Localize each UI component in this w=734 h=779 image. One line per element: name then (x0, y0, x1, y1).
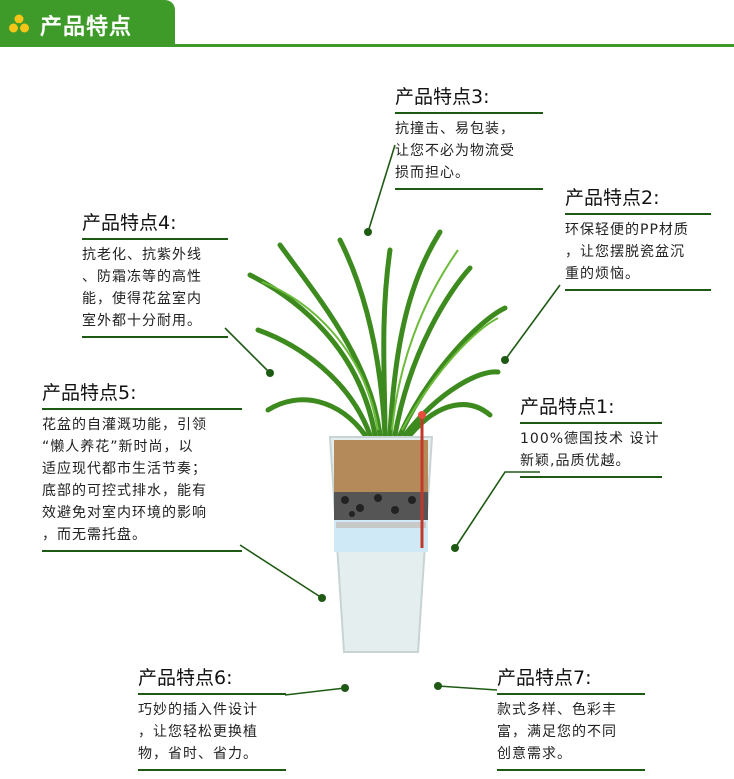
feature-3-rule (395, 112, 543, 114)
feature-3: 产品特点3: 抗撞击、易包装， 让您不必为物流受 损而担心。 (395, 82, 543, 190)
feature-6-rule (138, 693, 286, 695)
feature-6-desc: 巧妙的插入件设计 ，让您轻松更换植 物，省时、省力。 (138, 702, 258, 762)
feature-1-underline (520, 476, 662, 478)
feature-4-rule (82, 238, 228, 240)
feature-3-underline (395, 188, 543, 190)
header-tab: 产品特点 (0, 0, 175, 46)
feature-4-desc: 抗老化、抗紫外线 、防霜冻等的高性 能，使得花盆室内 室外都十分耐用。 (82, 247, 202, 329)
feature-2: 产品特点2: 环保轻便的PP材质 ，让您摆脱瓷盆沉 重的烦恼。 (565, 183, 711, 291)
feature-7-rule (497, 693, 645, 695)
feature-1-desc: 100%德国技术 设计 新颖,品质优越。 (520, 431, 660, 469)
feature-1: 产品特点1: 100%德国技术 设计 新颖,品质优越。 (520, 392, 662, 478)
feature-7-title: 产品特点7: (497, 667, 592, 689)
feature-2-desc: 环保轻便的PP材质 ，让您摆脱瓷盆沉 重的烦恼。 (565, 222, 689, 282)
feature-2-rule (565, 213, 711, 215)
trefoil-icon (9, 14, 29, 33)
feature-5-desc: 花盆的自灌溉功能，引领 “懒人养花”新时尚，以 适应现代都市生活节奏； 底部的可… (42, 417, 207, 543)
feature-1-title: 产品特点1: (520, 396, 615, 418)
feature-3-desc: 抗撞击、易包装， 让您不必为物流受 损而担心。 (395, 121, 515, 181)
feature-7: 产品特点7: 款式多样、色彩丰 富，满足您的不同 创意需求。 (497, 663, 645, 771)
header-underline (0, 44, 734, 47)
page-title: 产品特点 (40, 15, 133, 40)
feature-6-underline (138, 769, 286, 771)
feature-5-rule (42, 408, 242, 410)
feature-5-title: 产品特点5: (42, 382, 137, 404)
feature-7-underline (497, 769, 645, 771)
feature-6-title: 产品特点6: (138, 667, 233, 689)
feature-6: 产品特点6: 巧妙的插入件设计 ，让您轻松更换植 物，省时、省力。 (138, 663, 286, 771)
feature-4-title: 产品特点4: (82, 212, 177, 234)
feature-2-title: 产品特点2: (565, 187, 660, 209)
feature-1-rule (520, 422, 662, 424)
feature-4: 产品特点4: 抗老化、抗紫外线 、防霜冻等的高性 能，使得花盆室内 室外都十分耐… (82, 208, 228, 338)
feature-3-title: 产品特点3: (395, 86, 490, 108)
feature-5: 产品特点5: 花盆的自灌溉功能，引领 “懒人养花”新时尚，以 适应现代都市生活节… (42, 378, 242, 552)
feature-7-desc: 款式多样、色彩丰 富，满足您的不同 创意需求。 (497, 702, 617, 762)
feature-4-underline (82, 336, 228, 338)
feature-5-underline (42, 550, 242, 552)
feature-2-underline (565, 289, 711, 291)
